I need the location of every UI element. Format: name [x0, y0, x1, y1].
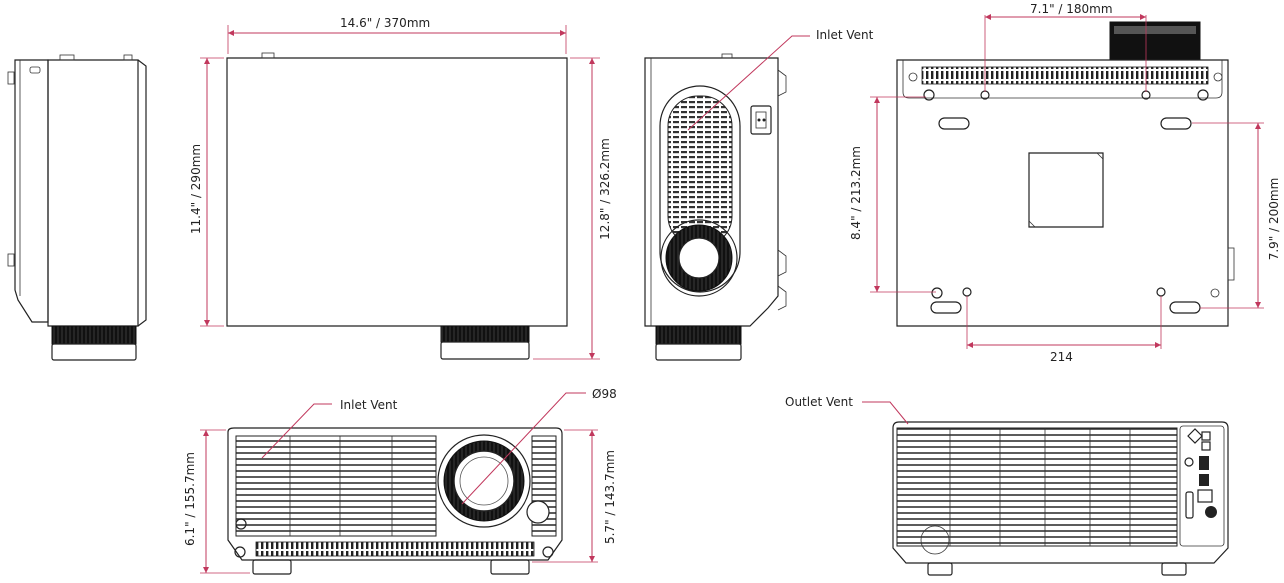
- side-view-inlet: [644, 35, 810, 361]
- side-view-left: [7, 54, 147, 361]
- bottom-view: [870, 14, 1264, 349]
- side-inlet-vent-label: Inlet Vent: [816, 28, 874, 42]
- front-inlet-vent-label: Inlet Vent: [340, 398, 398, 412]
- bottom-hole-spacing-label: 7.1" / 180mm: [1030, 2, 1113, 16]
- lens-diameter-label: Ø98: [592, 387, 617, 401]
- bottom-left-height-label: 8.4" / 213.2mm: [849, 146, 863, 241]
- rear-view: [862, 401, 1229, 576]
- top-width-label: 14.6" / 370mm: [340, 16, 431, 30]
- top-height-label: 11.4" / 290mm: [189, 143, 203, 235]
- front-view: [200, 392, 598, 575]
- bottom-right-height-label: 7.9" / 200mm: [1267, 177, 1281, 261]
- top-depth-label: 12.8" / 326.2mm: [598, 138, 612, 240]
- rear-outlet-vent-label: Outlet Vent: [785, 395, 853, 409]
- bottom-foot-spacing-label: 214: [1050, 350, 1073, 364]
- front-inner-height-label: 5.7" / 143.7mm: [603, 450, 617, 545]
- front-height-label: 6.1" / 155.7mm: [183, 452, 197, 547]
- top-view: [200, 25, 600, 360]
